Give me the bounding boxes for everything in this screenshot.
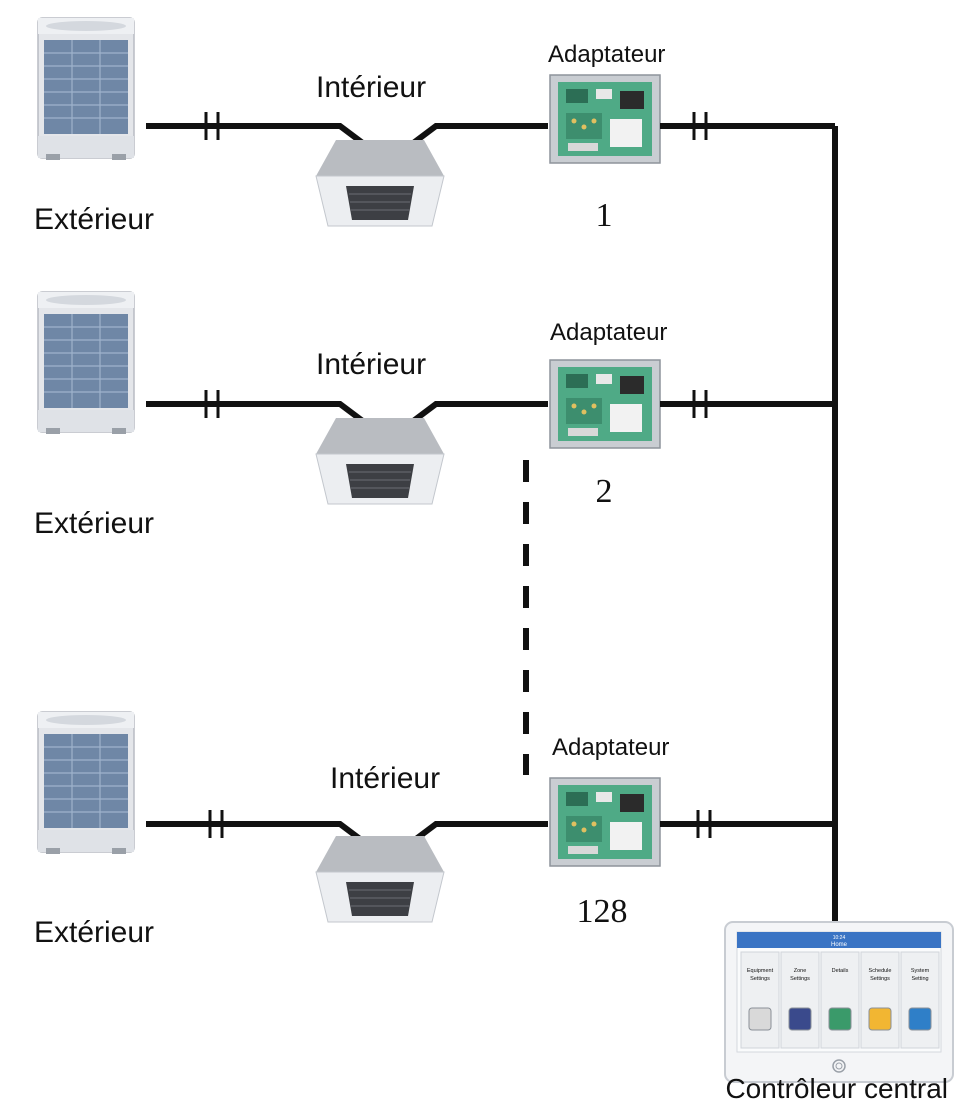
outdoor-label: Extérieur	[34, 507, 154, 540]
gear-icon	[908, 1007, 932, 1031]
controller-tile-label: Setting	[911, 976, 928, 982]
adapter-board-icon	[549, 777, 661, 867]
controller-tile-label: Zone	[794, 968, 807, 974]
indoor-label: Intérieur	[316, 348, 426, 381]
central-controller-label: Contrôleur central	[725, 1073, 948, 1104]
row-2: Extérieur Intérieur Adaptateur 2	[34, 291, 835, 540]
adapter-label: Adaptateur	[552, 734, 669, 761]
controller-screen-title: Home	[831, 942, 848, 948]
controller-tile-label: System	[911, 968, 930, 974]
adapter-number: 2	[596, 473, 613, 510]
controller-tile-label: Settings	[790, 976, 810, 982]
grid-icon	[788, 1007, 812, 1031]
window-icon	[828, 1007, 852, 1031]
row-1: Extérieur Intérieur Adaptateur 1	[34, 17, 835, 236]
adapter-label: Adaptateur	[548, 41, 665, 68]
indoor-unit-icon	[315, 139, 445, 227]
adapter-label: Adaptateur	[550, 319, 667, 346]
outdoor-label: Extérieur	[34, 203, 154, 236]
outdoor-unit-icon	[37, 711, 135, 855]
central-controller: 10:24 Home EquipmentSettingsZoneSettings…	[724, 921, 954, 1083]
indoor-unit-icon	[315, 417, 445, 505]
row-3: Extérieur Intérieur Adaptateur 128	[34, 711, 835, 949]
circle-button-icon	[748, 1007, 772, 1031]
outdoor-unit-icon	[37, 17, 135, 161]
controller-tile-label: Settings	[750, 976, 770, 982]
controller-tile-label: Equipment	[747, 968, 774, 974]
outdoor-unit-icon	[37, 291, 135, 435]
envelope-icon	[868, 1007, 892, 1031]
adapter-board-icon	[549, 359, 661, 449]
controller-time: 10:24	[833, 935, 846, 941]
adapter-board-icon	[549, 74, 661, 164]
controller-tile[interactable]: Details	[820, 951, 860, 1049]
adapter-number: 128	[577, 893, 628, 930]
controller-tile-label: Schedule	[869, 968, 892, 974]
home-button-icon	[832, 1059, 846, 1073]
indoor-label: Intérieur	[330, 762, 440, 795]
adapter-number: 1	[596, 197, 613, 234]
controller-tile-label: Settings	[870, 976, 890, 982]
indoor-label: Intérieur	[316, 71, 426, 104]
indoor-unit-icon	[315, 835, 445, 923]
controller-tile-label: Details	[832, 968, 849, 974]
outdoor-label: Extérieur	[34, 916, 154, 949]
controller-title-bar	[737, 932, 941, 948]
